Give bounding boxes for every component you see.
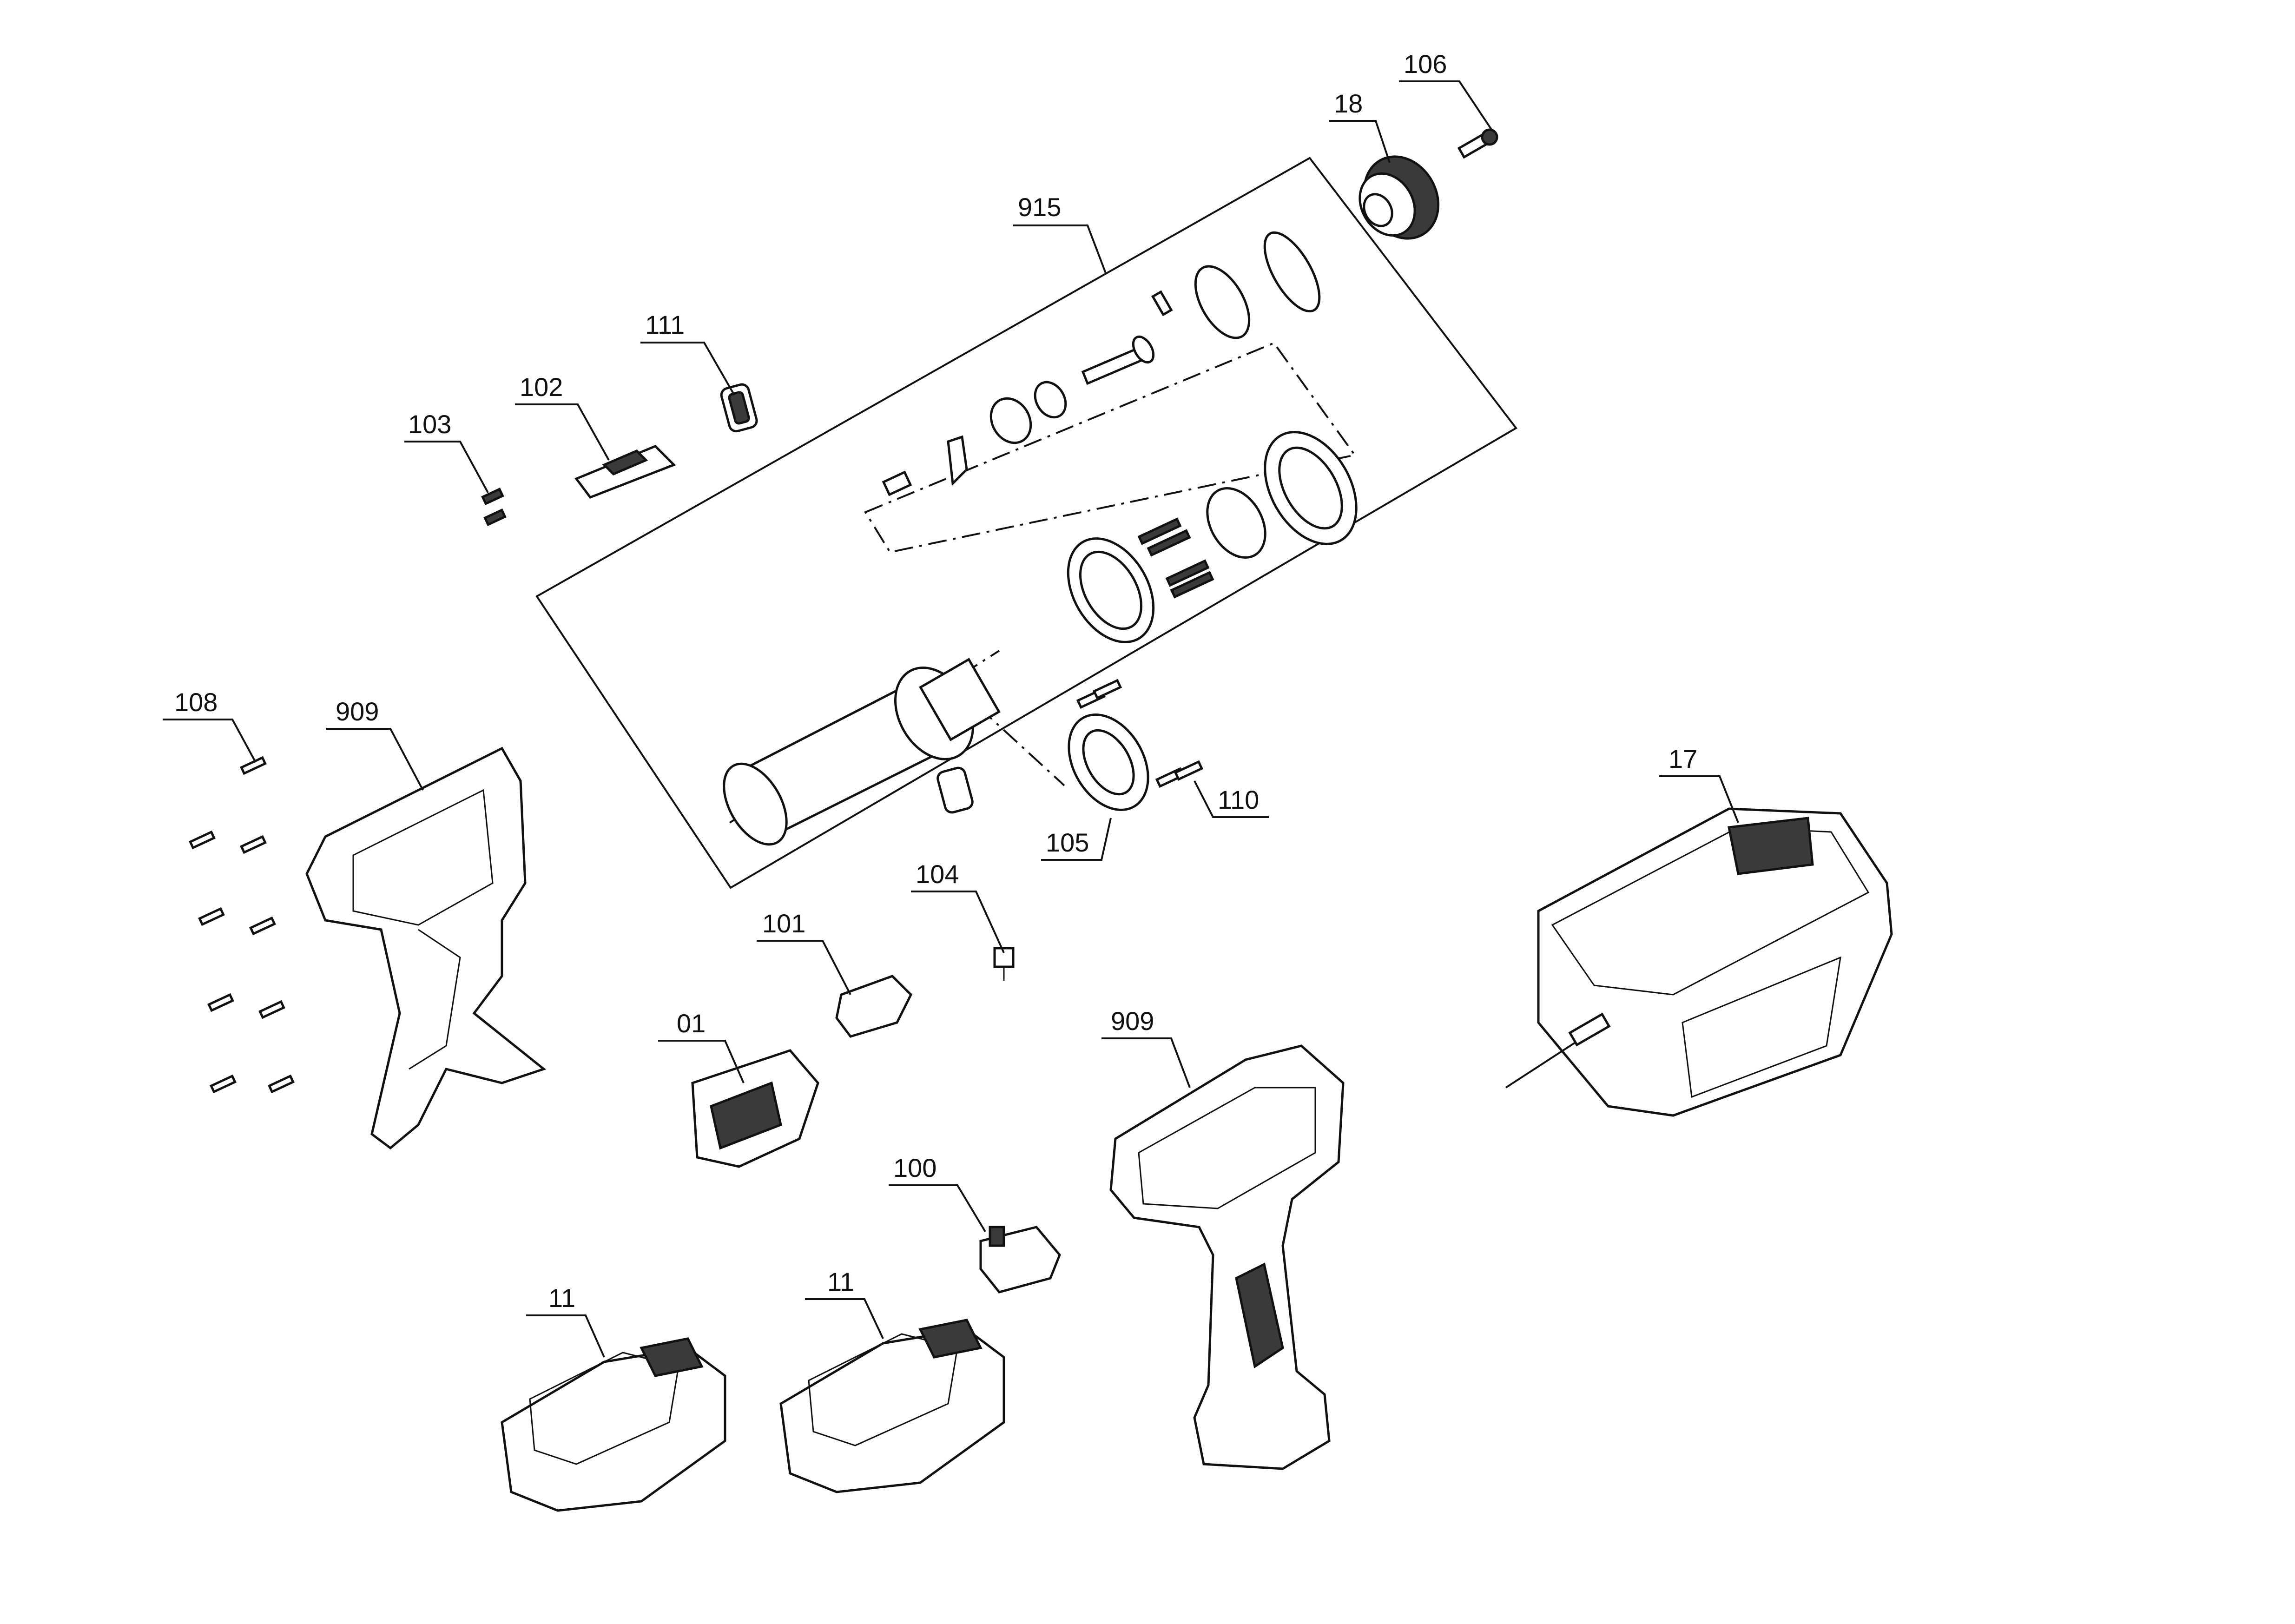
callout-909-drill: 909 (1111, 1006, 1154, 1036)
motor-clip (936, 766, 974, 814)
motor-assembly (723, 658, 1001, 846)
assembled-drill (1109, 1044, 1345, 1470)
speed-switch-cap (720, 383, 758, 433)
callout-100: 100 (893, 1153, 936, 1182)
callout-11-battery-1: 11 (548, 1283, 575, 1313)
callout-101: 101 (762, 909, 805, 938)
gear-springs (1137, 517, 1214, 599)
led-lamp (993, 947, 1015, 981)
switch-bracket (835, 975, 913, 1038)
callout-104: 104 (916, 859, 959, 889)
battery-pack-1 (501, 1337, 726, 1512)
collar-screws (1076, 679, 1204, 788)
callout-17: 17 (1668, 744, 1697, 773)
callout-106: 106 (1404, 49, 1447, 79)
battery-terminal (979, 1226, 1061, 1294)
callout-102: 102 (520, 372, 563, 402)
housing-half-left (305, 746, 547, 1150)
trigger-switch (691, 1049, 819, 1168)
gear-plate (1194, 231, 1321, 339)
callout-915: 915 (1018, 192, 1061, 222)
chuck-screw (1457, 128, 1498, 159)
callout-105: 105 (1046, 828, 1089, 857)
leader-lines (163, 80, 1739, 1358)
gear-small-parts (882, 290, 1173, 496)
drill-chuck (1359, 155, 1440, 240)
switch-springs (481, 487, 507, 527)
callout-11-battery-2: 11 (827, 1267, 854, 1296)
callout-111: 111 (645, 310, 685, 339)
gearbox-assembly-frame (535, 157, 1517, 889)
battery-charger (1505, 807, 1893, 1117)
speed-selector-collar (1068, 713, 1149, 811)
callout-108: 108 (174, 687, 218, 717)
gear-housing-ring (1067, 431, 1358, 643)
callout-01: 01 (677, 1009, 706, 1038)
callout-103: 103 (408, 409, 451, 439)
rotation-switch (574, 445, 676, 499)
battery-pack-2 (779, 1319, 1005, 1493)
callout-909-housing: 909 (336, 697, 379, 726)
callout-110: 110 (1218, 785, 1259, 814)
housing-screws (189, 756, 295, 1094)
callout-18: 18 (1334, 89, 1363, 118)
spindle-shaft (1081, 336, 1155, 385)
